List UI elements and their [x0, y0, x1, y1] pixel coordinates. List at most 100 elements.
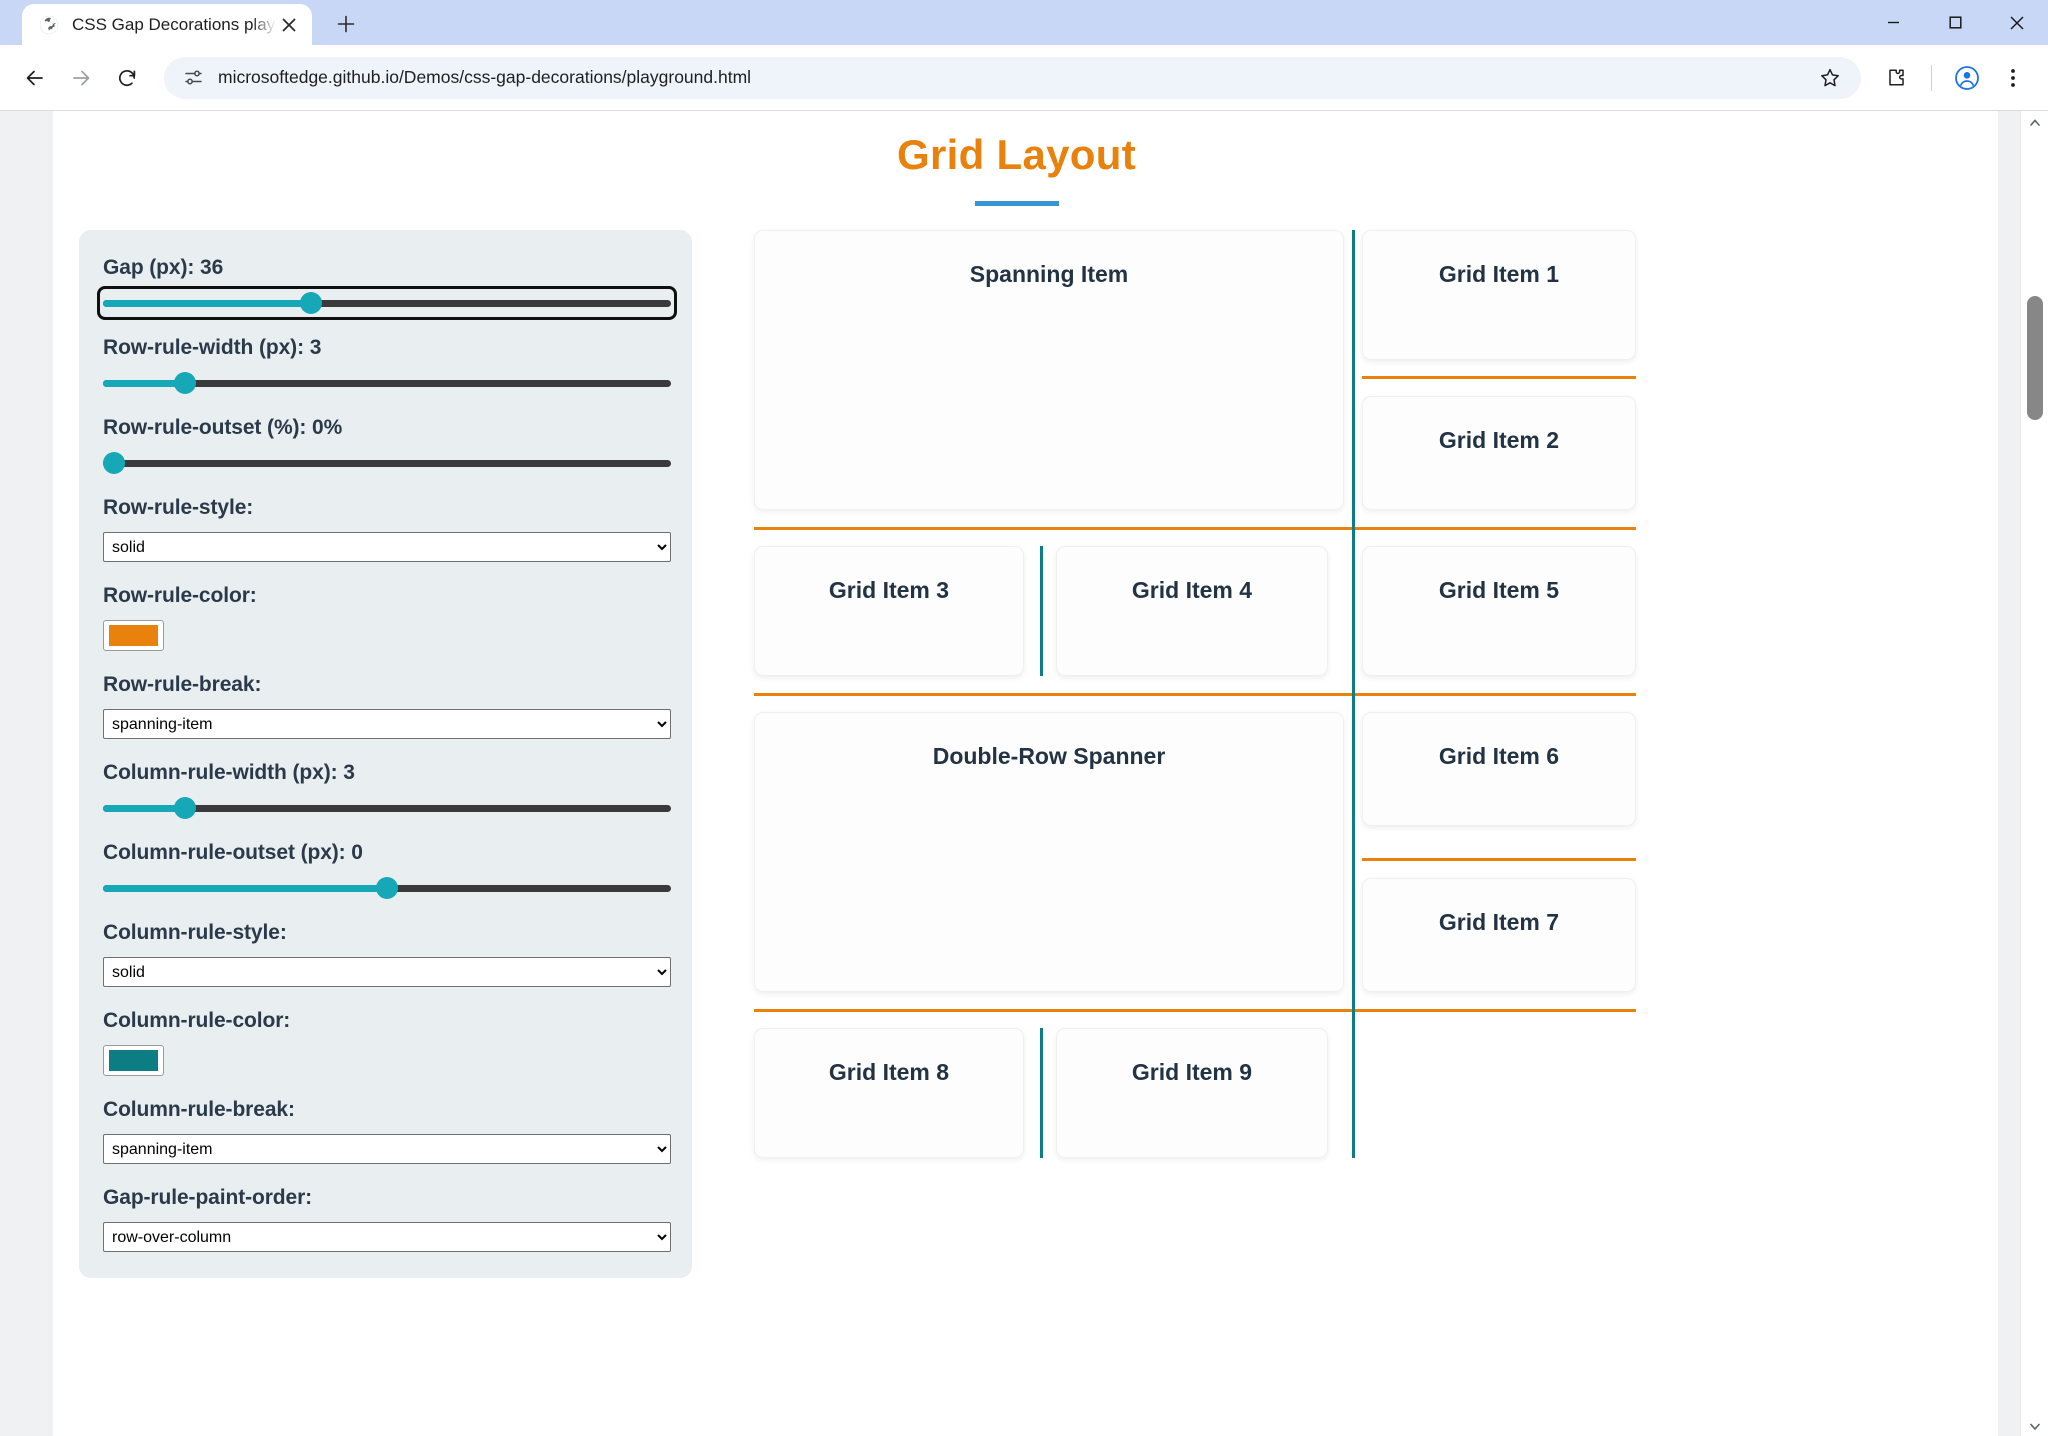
grid-item-1-label: Grid Item 1 [1438, 261, 1560, 287]
select-row-rule-style[interactable]: nonesoliddasheddotteddoublegrooveridgein… [103, 532, 671, 562]
control-group-gap: Gap (px): 36 [97, 256, 677, 320]
slider-column-rule-width[interactable] [103, 797, 671, 819]
control-group-row-rule-outset: Row-rule-outset (%): 0% [103, 416, 671, 474]
grid-item-8-label: Grid Item 8 [828, 1059, 950, 1085]
slider-gap[interactable] [97, 286, 677, 320]
tab-title: CSS Gap Decorations playgroun [72, 14, 276, 34]
spanning-item-label: Spanning Item [969, 261, 1129, 287]
slider-thumb-column-rule-outset[interactable] [376, 877, 398, 899]
grid-item-1: Grid Item 1 [1362, 230, 1636, 360]
label-gap-rule-paint-order: Gap-rule-paint-order: [103, 1186, 313, 1209]
browser-toolbar: microsoftedge.github.io/Demos/css-gap-de… [0, 45, 2048, 110]
control-group-column-rule-break: Column-rule-break:nonespanning-iteminter… [103, 1098, 671, 1164]
slider-fill-column-rule-width [103, 805, 185, 812]
column-rule-left-1 [1040, 546, 1043, 676]
window-close-icon[interactable] [1986, 0, 2048, 45]
page-content: Grid Layout Gap (px): 36 Row-rule-width (… [53, 111, 1980, 1436]
row-rule-right-1 [1362, 376, 1636, 379]
page-right-margin [1998, 111, 2020, 1436]
title-underline [974, 201, 1059, 206]
page-layout: Gap (px): 36 Row-rule-width (px): 3 Row-ru… [53, 230, 1980, 1340]
label-gap: Gap (px): 36 [103, 256, 224, 279]
grid-preview: Spanning Item Grid Item 1 Grid Item 2 Grid … [754, 230, 1906, 1340]
grid-item-6-label: Grid Item 6 [1438, 743, 1560, 769]
page-scrollbar[interactable] [2020, 111, 2048, 1436]
page-left-margin [0, 111, 53, 1436]
grid-item-9-label: Grid Item 9 [1131, 1059, 1253, 1085]
grid-item-7-label: Grid Item 7 [1438, 909, 1560, 935]
browser-titlebar: CSS Gap Decorations playgroun [0, 0, 2048, 45]
grid-item-6: Grid Item 6 [1362, 712, 1636, 826]
control-group-column-rule-outset: Column-rule-outset (px): 0 [103, 841, 671, 899]
slider-track-column-rule-width [103, 805, 671, 812]
row-rule-full-3 [754, 1009, 1636, 1012]
label-column-rule-color: Column-rule-color: [103, 1009, 291, 1032]
grid-item-3: Grid Item 3 [754, 546, 1024, 676]
color-swatch-row-rule-color[interactable] [103, 620, 164, 651]
grid-item-2-label: Grid Item 2 [1438, 427, 1560, 453]
profile-avatar-icon[interactable] [1946, 57, 1988, 99]
color-swatch-column-rule-color[interactable] [103, 1045, 164, 1076]
slider-row-rule-outset[interactable] [103, 452, 671, 474]
extensions-puzzle-icon[interactable] [1875, 57, 1917, 99]
select-row-rule-break[interactable]: nonespanning-itemintersection [103, 709, 671, 739]
scroll-down-arrow-icon[interactable] [2021, 1415, 2048, 1436]
label-column-rule-outset: Column-rule-outset (px): 0 [103, 841, 363, 864]
minimize-icon[interactable] [1862, 0, 1924, 45]
select-column-rule-style[interactable]: nonesoliddasheddotteddoublegrooveridgein… [103, 957, 671, 987]
control-group-column-rule-width: Column-rule-width (px): 3 [103, 761, 671, 819]
grid-item-7: Grid Item 7 [1362, 878, 1636, 992]
site-settings-icon[interactable] [178, 63, 208, 93]
label-column-rule-width: Column-rule-width (px): 3 [103, 761, 355, 784]
close-icon[interactable] [276, 12, 302, 38]
select-column-rule-break[interactable]: nonespanning-itemintersection [103, 1134, 671, 1164]
select-gap-rule-paint-order[interactable]: row-over-columncolumn-over-row [103, 1222, 671, 1252]
slider-fill-row-rule-width [103, 380, 185, 387]
row-rule-full-1 [754, 527, 1636, 530]
label-row-rule-outset: Row-rule-outset (%): 0% [103, 416, 343, 439]
grid-item-9: Grid Item 9 [1056, 1028, 1328, 1158]
forward-arrow-icon[interactable] [60, 57, 102, 99]
label-column-rule-style: Column-rule-style: [103, 921, 287, 944]
browser-tab[interactable]: CSS Gap Decorations playgroun [22, 4, 312, 45]
maximize-icon[interactable] [1924, 0, 1986, 45]
grid-item-5-label: Grid Item 5 [1438, 577, 1560, 603]
page-viewport: Grid Layout Gap (px): 36 Row-rule-width (… [0, 110, 2048, 1436]
control-group-column-rule-style: Column-rule-style: nonesoliddasheddottedd… [103, 921, 671, 987]
globe-icon [38, 14, 60, 36]
slider-track-row-rule-outset [103, 460, 671, 467]
scroll-up-arrow-icon[interactable] [2021, 111, 2048, 133]
grid-item-5: Grid Item 5 [1362, 546, 1636, 676]
slider-fill-gap [103, 300, 311, 307]
grid-item-2: Grid Item 2 [1362, 396, 1636, 510]
grid-item-4: Grid Item 4 [1056, 546, 1328, 676]
row-rule-full-2 [754, 693, 1636, 696]
label-row-rule-width: Row-rule-width (px): 3 [103, 336, 322, 359]
slider-fill-column-rule-outset [103, 885, 387, 892]
slider-thumb-row-rule-outset[interactable] [103, 452, 125, 474]
slider-row-rule-width[interactable] [103, 372, 671, 394]
page-title: Grid Layout [897, 131, 1136, 178]
slider-thumb-column-rule-width[interactable] [173, 797, 196, 819]
address-bar[interactable]: microsoftedge.github.io/Demos/css-gap-de… [164, 56, 1861, 99]
three-dot-menu-icon[interactable] [1992, 57, 2034, 99]
scrollbar-thumb[interactable] [2027, 296, 2043, 420]
column-rule-main [1352, 230, 1355, 1158]
grid-item-3-label: Grid Item 3 [828, 577, 950, 603]
slider-column-rule-outset[interactable] [103, 877, 671, 899]
controls-panel: Gap (px): 36 Row-rule-width (px): 3 Row-ru… [79, 230, 692, 1278]
window-controls [1862, 0, 2048, 45]
back-arrow-icon[interactable] [14, 57, 56, 99]
control-group-row-rule-style: Row-rule-style: nonesoliddasheddotteddoub… [103, 496, 671, 562]
reload-icon[interactable] [106, 57, 148, 99]
label-row-rule-style: Row-rule-style: [103, 496, 254, 519]
double-row-spanner: Double-Row Spanner [754, 712, 1344, 992]
control-group-gap-rule-paint-order: Gap-rule-paint-order: row-over-columncolu… [103, 1186, 671, 1252]
slider-thumb-row-rule-width[interactable] [173, 372, 196, 394]
toolbar-divider [1931, 64, 1932, 91]
slider-thumb-gap[interactable] [299, 292, 322, 314]
new-tab-button[interactable] [326, 4, 366, 44]
star-icon[interactable] [1811, 59, 1849, 97]
double-row-spanner-label: Double-Row Spanner [932, 743, 1166, 769]
spanning-item: Spanning Item [754, 230, 1344, 510]
